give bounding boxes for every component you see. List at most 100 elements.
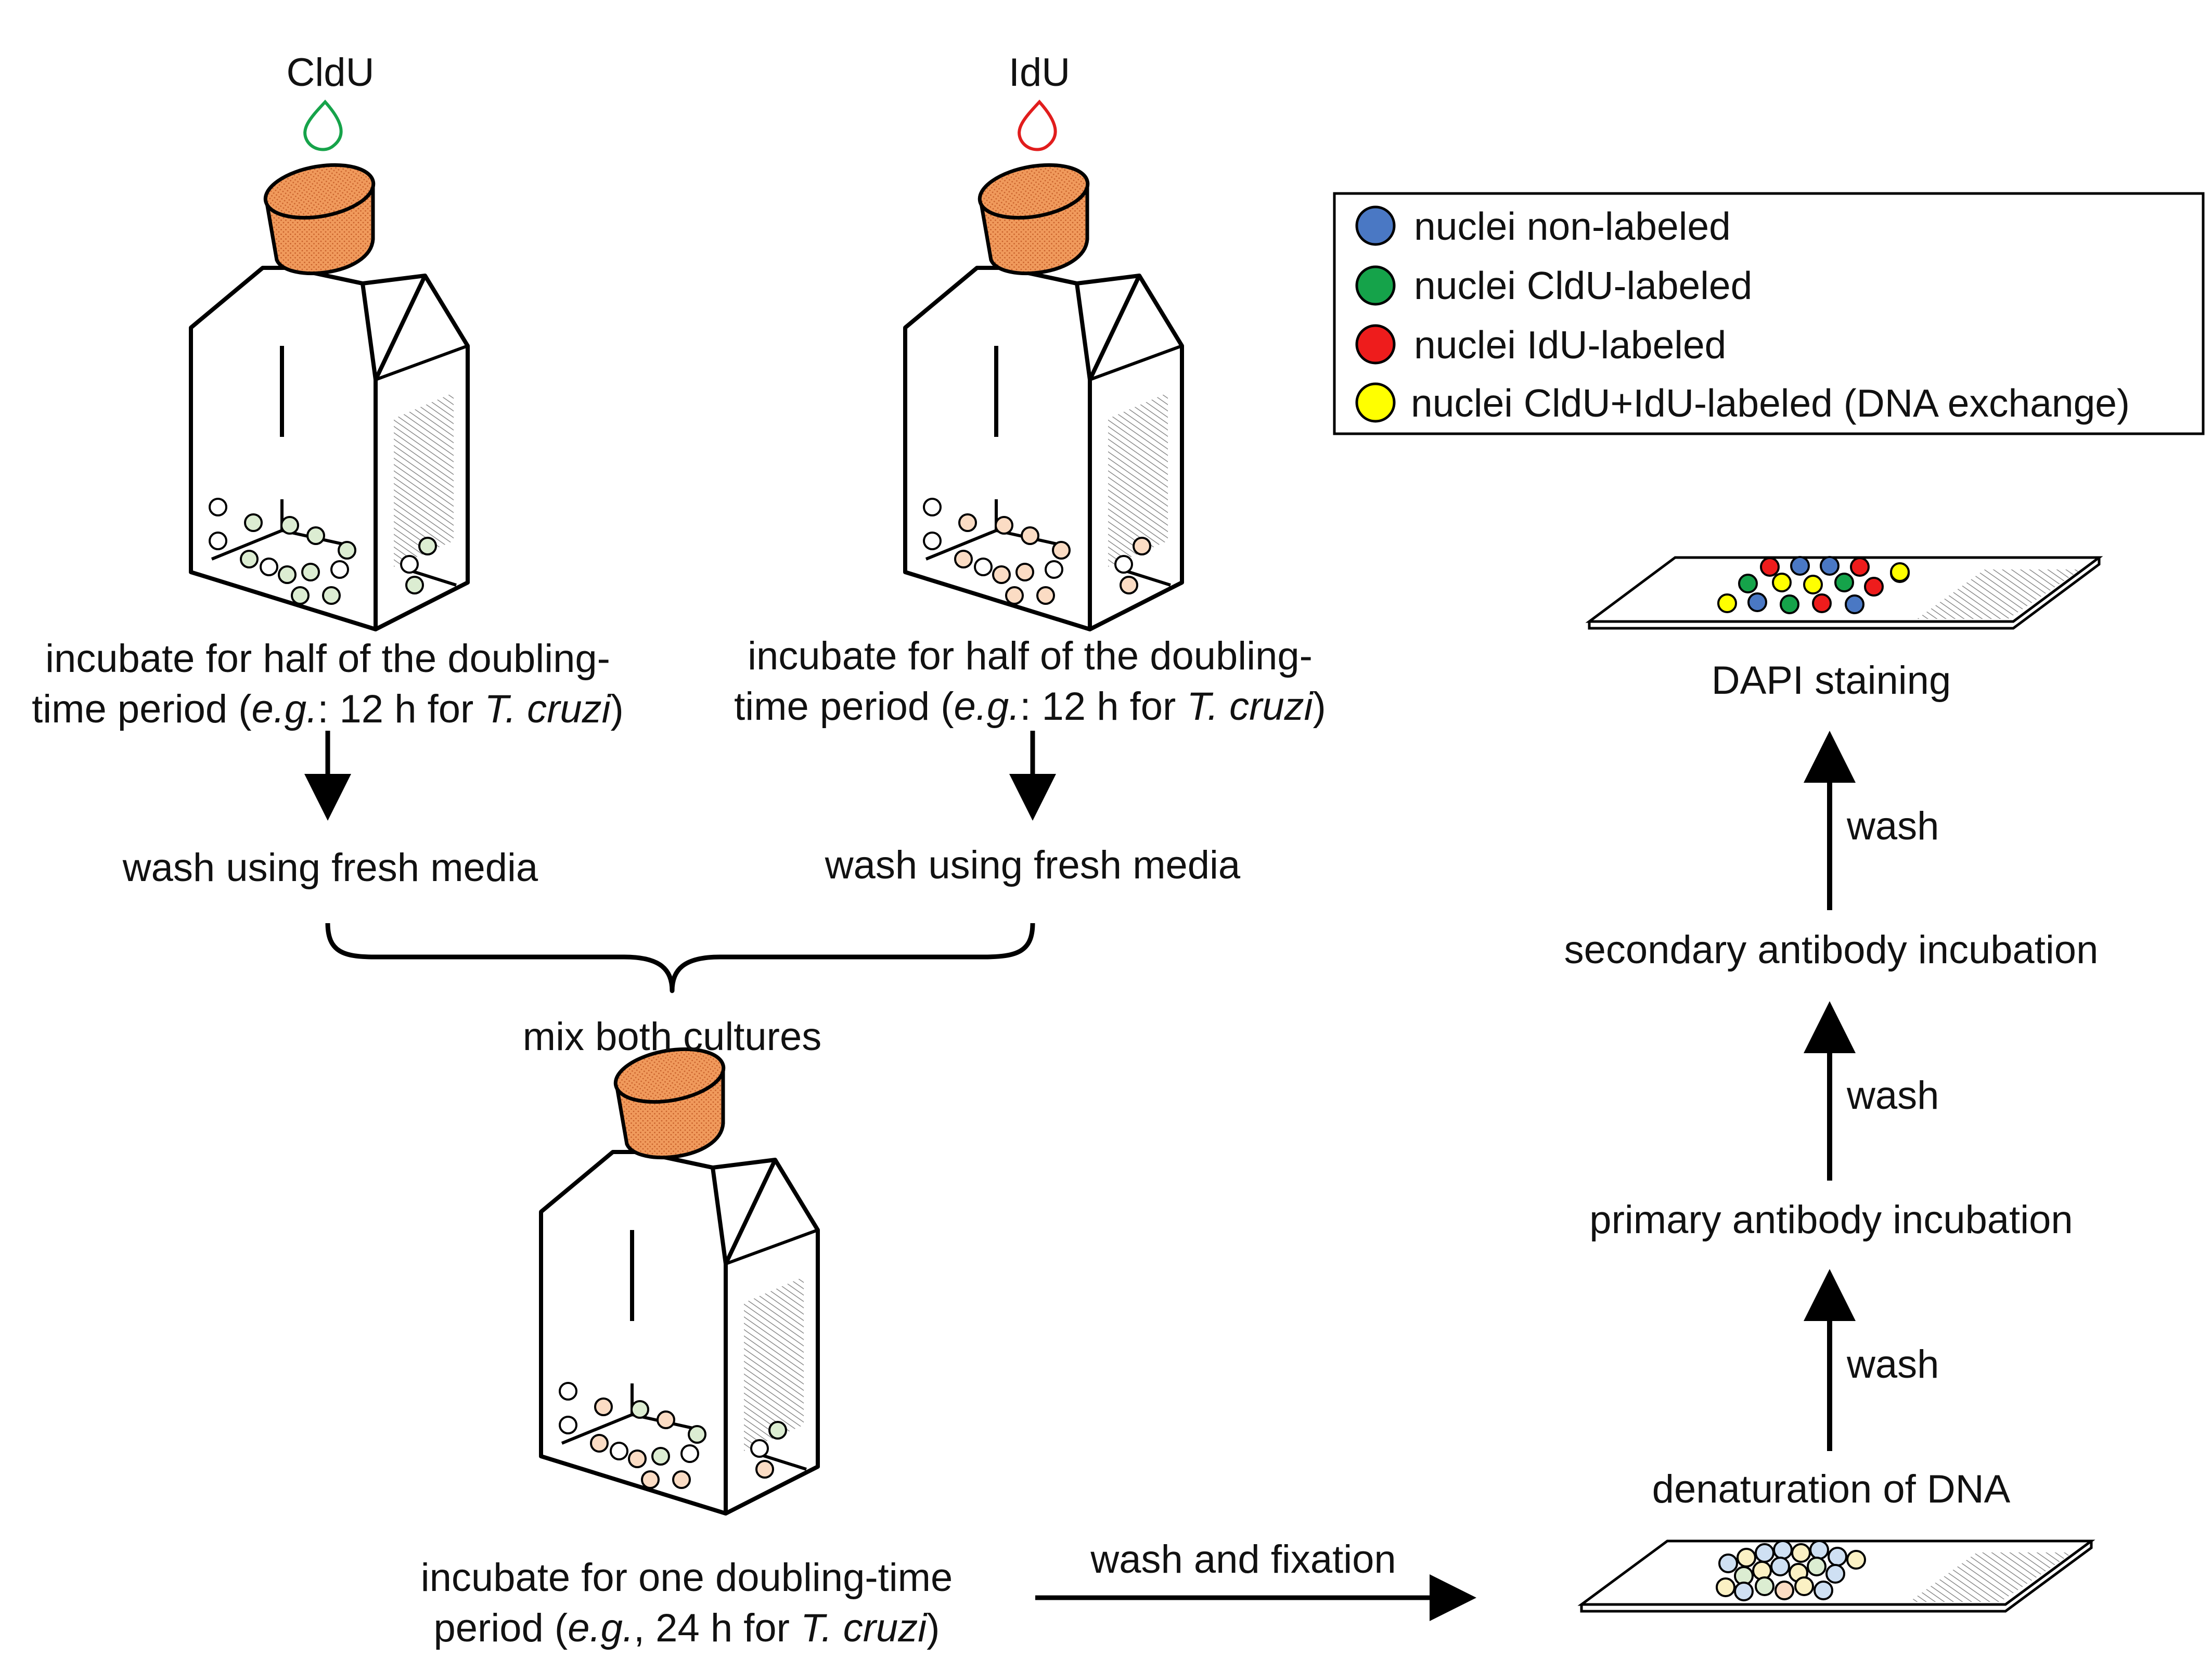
cell-icon [672, 1470, 691, 1489]
cell-icon [628, 1449, 647, 1468]
cell-icon [400, 555, 419, 574]
cell-icon [1114, 555, 1133, 574]
cell-icon [995, 516, 1013, 535]
cell-icon [1717, 593, 1737, 613]
cell-icon [1773, 1540, 1793, 1560]
culture-flask-mixed-icon [539, 1047, 820, 1516]
cell-icon [244, 513, 263, 532]
step-wash-3: wash [1847, 804, 1939, 848]
cells-cldu [209, 498, 437, 605]
cell-icon [418, 537, 437, 555]
cell-icon [280, 516, 299, 535]
legend-swatch-idu [1355, 324, 1396, 365]
cell-icon [1790, 556, 1810, 576]
cell-icon [680, 1444, 699, 1463]
cell-icon [1718, 1554, 1738, 1573]
cell-icon [1760, 557, 1780, 577]
cell-icon [1755, 1576, 1774, 1596]
step-secondary-antibody: secondary antibody incubation [1564, 928, 2099, 972]
cell-icon [1021, 526, 1039, 545]
cell-icon [923, 532, 942, 550]
cell-icon [923, 498, 942, 516]
idu-drop-icon [1018, 99, 1057, 151]
cell-icon [1825, 1564, 1845, 1584]
cell-icon [306, 526, 325, 545]
step-primary-antibody: primary antibody incubation [1589, 1198, 2073, 1242]
legend-item-non-labeled: nuclei non-labeled [1414, 204, 1731, 248]
cell-icon [1814, 1581, 1833, 1600]
cell-icon [1828, 1547, 1847, 1567]
slide-unstained-icon [1577, 1539, 2095, 1613]
culture-flask-cldu-icon [189, 163, 470, 631]
cell-icon [750, 1439, 769, 1458]
cldu-drop-icon [303, 99, 343, 151]
step-incubate-one: incubate for one doubling-time period (e… [420, 1556, 953, 1650]
cell-icon [559, 1416, 577, 1434]
cell-icon [1812, 593, 1832, 613]
cell-icon [278, 565, 297, 584]
cell-icon [1005, 586, 1024, 605]
cell-icon [1846, 1550, 1866, 1570]
step-wash-fresh-left: wash using fresh media [122, 846, 538, 890]
cell-icon [1036, 586, 1055, 605]
legend-box [1333, 192, 2205, 435]
cell-icon [1716, 1577, 1735, 1597]
cell-icon [631, 1400, 649, 1419]
cell-icon [1015, 563, 1034, 581]
step-mix: mix both cultures [522, 1015, 822, 1059]
cell-icon [1747, 592, 1767, 612]
cell-icon [755, 1460, 774, 1479]
legend-item-cldu: nuclei CldU-labeled [1414, 264, 1753, 307]
cell-icon [657, 1410, 675, 1429]
cell-icon [768, 1421, 787, 1440]
cell-icon [1133, 537, 1151, 555]
cell-icon [641, 1470, 660, 1489]
cell-icon [1850, 557, 1870, 577]
cell-icon [1045, 560, 1063, 579]
cell-icon [1834, 573, 1854, 592]
cell-icon [1864, 577, 1884, 597]
step-wash-2: wash [1847, 1073, 1939, 1118]
cell-icon [974, 558, 993, 576]
legend-swatch-non-labeled [1355, 205, 1396, 246]
cell-icon [1780, 594, 1799, 614]
cell-icon [954, 550, 973, 568]
cell-icon [992, 565, 1011, 584]
label-cldu: CldU [286, 50, 375, 95]
cell-icon [1770, 1557, 1790, 1576]
step-incubate-half-right: incubate for half of the doubling- time … [734, 634, 1326, 729]
cell-icon [1120, 576, 1138, 594]
cell-icon [590, 1434, 609, 1453]
cell-icon [1738, 574, 1758, 593]
legend-swatch-cldu [1355, 265, 1396, 306]
cell-icon [1774, 1581, 1794, 1600]
cell-icon [958, 513, 977, 532]
cell-icon [1052, 541, 1071, 560]
cell-icon [1890, 562, 1910, 582]
cells-idu [923, 498, 1151, 605]
legend-item-double: nuclei CldU+IdU-labeled (DNA exchange) [1411, 381, 2130, 425]
cell-icon [1807, 1557, 1827, 1576]
step-wash-fresh-right: wash using fresh media [825, 843, 1241, 887]
cell-icon [291, 586, 310, 605]
cell-icon [1794, 1576, 1814, 1596]
cell-icon [1820, 556, 1840, 576]
slide-stained-icon [1585, 556, 2103, 630]
cell-icon [594, 1397, 613, 1416]
legend-swatch-double [1355, 382, 1396, 423]
step-wash-1: wash [1847, 1342, 1939, 1387]
culture-flask-idu-icon [903, 163, 1184, 631]
cell-icon [1809, 1540, 1829, 1560]
cell-icon [1772, 573, 1792, 592]
cell-icon [1737, 1548, 1756, 1568]
cell-icon [338, 541, 356, 560]
cell-icon [260, 558, 278, 576]
brace-icon [325, 923, 1035, 993]
cell-icon [559, 1382, 577, 1401]
step-denaturation: denaturation of DNA [1652, 1467, 2011, 1511]
cell-icon [322, 586, 341, 605]
cell-icon [405, 576, 424, 594]
cell-icon [1845, 594, 1864, 614]
step-incubate-half-left: incubate for half of the doubling- time … [32, 637, 624, 731]
